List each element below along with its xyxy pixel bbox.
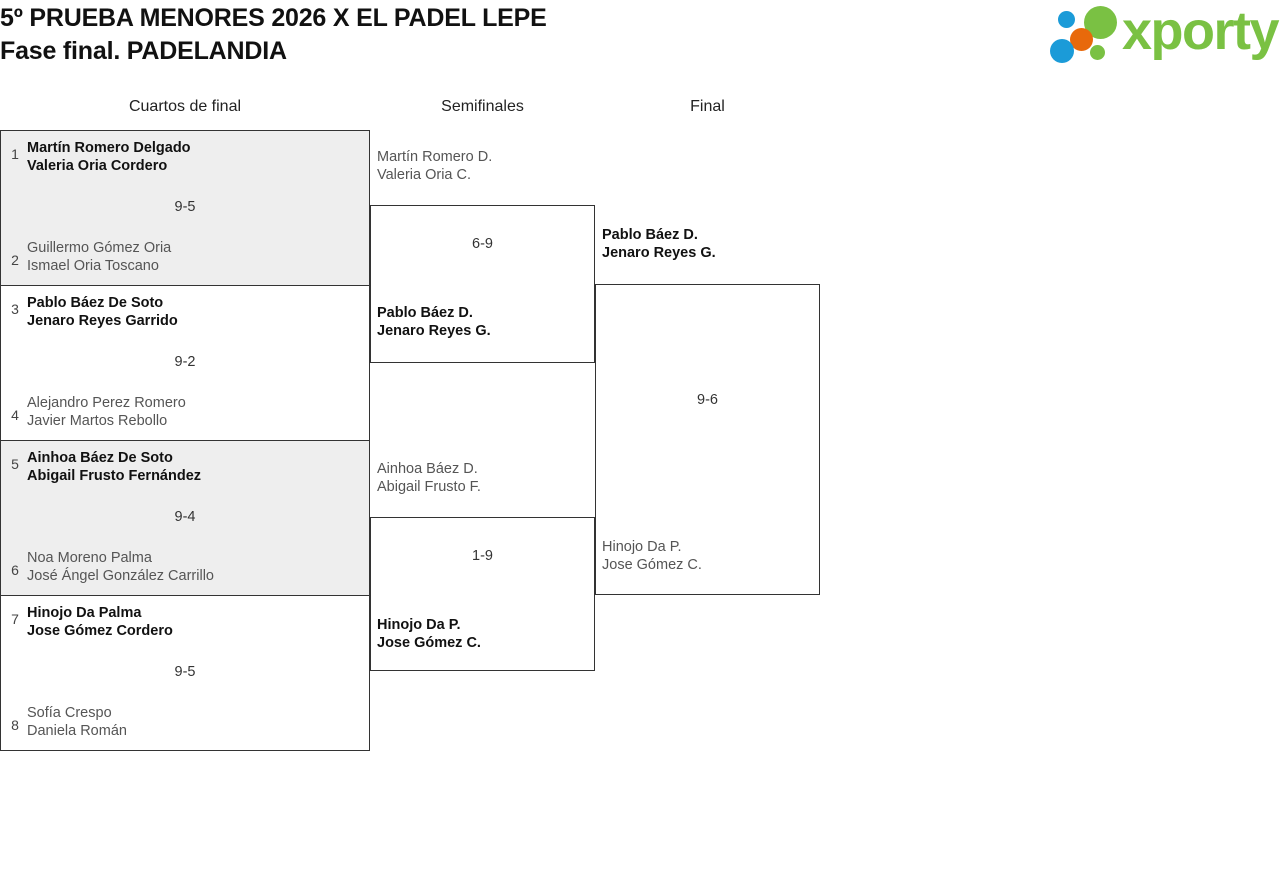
logo-wordmark: xporty [1122, 1, 1280, 61]
final-match-box[interactable] [595, 284, 820, 595]
team-top: Hinojo Da Palma Jose Gómez Cordero [27, 604, 361, 640]
seed-number: 6 [11, 562, 19, 578]
quarterfinal-match-2[interactable]: 3 Pablo Báez De Soto Jenaro Reyes Garrid… [1, 285, 369, 440]
match-score: 9-4 [174, 509, 196, 525]
title-line-1: 5º PRUEBA MENORES 2026 X EL PADEL LEPE [0, 4, 547, 32]
team-player-1: Ainhoa Báez D. [377, 461, 478, 477]
seed-number: 4 [11, 407, 19, 423]
round-header-quarterfinals: Cuartos de final [128, 98, 242, 115]
team-player-1: Hinojo Da P. [377, 617, 461, 633]
round-header-final: Final [690, 98, 725, 115]
team-player-2: Abigail Frusto Fernández [27, 468, 202, 484]
semifinal-2-team-bottom: Hinojo Da P. Jose Gómez C. [377, 616, 595, 652]
team-player-2: Jose Gómez Cordero [27, 623, 173, 639]
semifinal-2-team-top: Ainhoa Báez D. Abigail Frusto F. [377, 460, 595, 496]
page-title: 5º PRUEBA MENORES 2026 X EL PADEL LEPE F… [0, 2, 900, 68]
team-player-1: Sofía Crespo [27, 705, 112, 721]
team-player-2: Valeria Oria C. [377, 167, 472, 183]
match-score: 9-5 [174, 664, 196, 680]
seed-number: 7 [11, 611, 19, 627]
team-player-2: Jenaro Reyes G. [377, 323, 491, 339]
semifinal-match-1-box[interactable] [370, 205, 595, 363]
semifinal-1-team-bottom: Pablo Báez D. Jenaro Reyes G. [377, 304, 595, 340]
team-bottom: Noa Moreno Palma José Ángel González Car… [27, 549, 361, 585]
logo-dot-blue-small-icon [1058, 11, 1075, 28]
team-player-2: Jenaro Reyes Garrido [27, 313, 178, 329]
logo-dot-green-small-icon [1090, 45, 1105, 60]
team-player-2: Jenaro Reyes G. [602, 245, 716, 261]
seed-number: 2 [11, 252, 19, 268]
logo-dots-icon [1050, 6, 1124, 64]
team-player-2: Jose Gómez C. [602, 557, 702, 573]
team-player-1: Pablo Báez De Soto [27, 295, 164, 311]
xporty-logo[interactable]: xporty [1050, 1, 1280, 66]
team-player-2: Abigail Frusto F. [377, 479, 481, 495]
seed-number: 1 [11, 146, 19, 162]
team-player-2: José Ángel González Carrillo [27, 568, 214, 584]
team-player-1: Ainhoa Báez De Soto [27, 450, 173, 466]
round-header-semifinals: Semifinales [441, 98, 524, 115]
quarterfinal-match-3[interactable]: 5 Ainhoa Báez De Soto Abigail Frusto Fer… [1, 440, 369, 595]
match-score: 9-2 [174, 354, 196, 370]
team-player-2: Jose Gómez C. [377, 635, 481, 651]
team-player-2: Ismael Oria Toscano [27, 258, 159, 274]
match-score: 9-5 [174, 199, 196, 215]
team-player-2: Valeria Oria Cordero [27, 158, 168, 174]
team-bottom: Sofía Crespo Daniela Román [27, 704, 361, 740]
semifinal-match-2-box[interactable] [370, 517, 595, 671]
team-top: Pablo Báez De Soto Jenaro Reyes Garrido [27, 294, 361, 330]
semifinal-2-score: 1-9 [472, 548, 493, 564]
title-line-2: Fase final. PADELANDIA [0, 37, 287, 65]
team-top: Ainhoa Báez De Soto Abigail Frusto Ferná… [27, 449, 361, 485]
seed-number: 5 [11, 456, 19, 472]
team-top: Martín Romero Delgado Valeria Oria Corde… [27, 139, 361, 175]
team-player-1: Alejandro Perez Romero [27, 395, 186, 411]
semifinal-1-score: 6-9 [472, 236, 493, 252]
team-bottom: Alejandro Perez Romero Javier Martos Reb… [27, 394, 361, 430]
seed-number: 8 [11, 717, 19, 733]
quarterfinal-match-4[interactable]: 7 Hinojo Da Palma Jose Gómez Cordero 9-5… [1, 595, 369, 750]
team-player-2: Javier Martos Rebollo [27, 413, 168, 429]
semifinal-1-team-top: Martín Romero D. Valeria Oria C. [377, 148, 595, 184]
quarterfinal-match-1[interactable]: 1 Martín Romero Delgado Valeria Oria Cor… [1, 130, 369, 285]
team-bottom: Guillermo Gómez Oria Ismael Oria Toscano [27, 239, 361, 275]
team-player-1: Pablo Báez D. [602, 227, 698, 243]
team-player-1: Hinojo Da Palma [27, 605, 142, 621]
quarterfinals-column: 1 Martín Romero Delgado Valeria Oria Cor… [0, 130, 370, 751]
team-player-2: Daniela Román [27, 723, 127, 739]
final-team-top: Pablo Báez D. Jenaro Reyes G. [602, 226, 820, 262]
logo-dot-orange-icon [1070, 28, 1093, 51]
team-player-1: Guillermo Gómez Oria [27, 240, 172, 256]
logo-dot-blue-large-icon [1050, 39, 1074, 63]
final-team-bottom: Hinojo Da P. Jose Gómez C. [602, 538, 820, 574]
team-player-1: Martín Romero D. [377, 149, 493, 165]
team-player-1: Martín Romero Delgado [27, 140, 191, 156]
team-player-1: Noa Moreno Palma [27, 550, 152, 566]
team-player-1: Pablo Báez D. [377, 305, 473, 321]
seed-number: 3 [11, 301, 19, 317]
team-player-1: Hinojo Da P. [602, 539, 682, 555]
final-score: 9-6 [697, 392, 718, 408]
